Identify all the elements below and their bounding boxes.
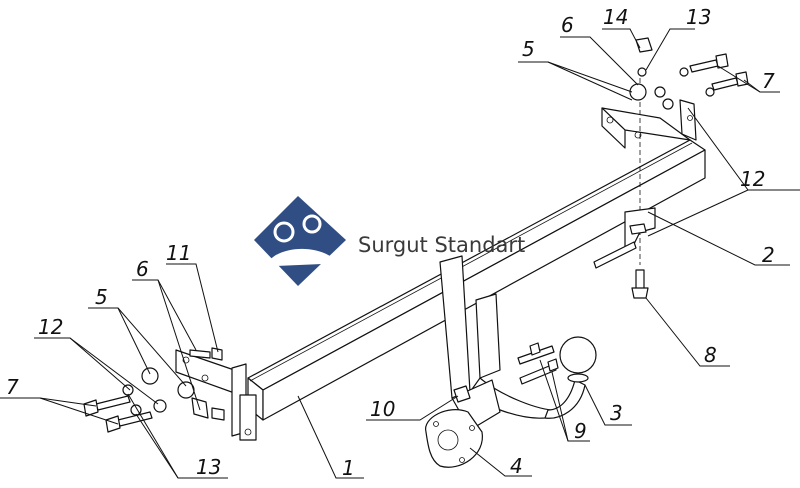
logo-diamond: [254, 196, 346, 286]
left-bracket: [175, 349, 257, 441]
gear-icon: [273, 214, 322, 243]
socket-bolt: [453, 385, 471, 403]
part-labels: 14 13 6 5 7 12 2 8 3 9 4 10 1 11 6 5 12 …: [6, 5, 775, 480]
label-10: 10: [370, 397, 395, 421]
watermark-logo: Surgut Standart: [254, 196, 525, 286]
label-7-right: 7: [762, 69, 775, 93]
tow-ball: [544, 336, 597, 419]
socket-plate: [425, 409, 483, 468]
label-12-right: 12: [740, 167, 765, 191]
label-2: 2: [762, 243, 775, 267]
label-6-left: 6: [136, 257, 149, 281]
label-9: 9: [574, 419, 587, 443]
label-3: 3: [610, 401, 623, 425]
label-5-left: 5: [95, 285, 108, 309]
left-fasteners: [83, 347, 225, 433]
label-12-left: 12: [38, 315, 63, 339]
label-13-right: 13: [686, 5, 711, 29]
label-5-right: 5: [522, 37, 535, 61]
label-1: 1: [342, 456, 355, 480]
label-14: 14: [603, 5, 628, 29]
label-6-right: 6: [561, 13, 574, 37]
watermark-text: Surgut Standart: [358, 233, 525, 257]
car-silhouette-icon: [268, 248, 330, 266]
label-8: 8: [704, 343, 717, 367]
label-7-left: 7: [6, 375, 19, 399]
label-11: 11: [166, 241, 191, 265]
ball-bolts: [517, 342, 559, 385]
leader-lines: [0, 28, 800, 479]
label-4: 4: [510, 454, 523, 478]
right-bracket: [601, 99, 697, 149]
label-13-left: 13: [196, 455, 221, 479]
